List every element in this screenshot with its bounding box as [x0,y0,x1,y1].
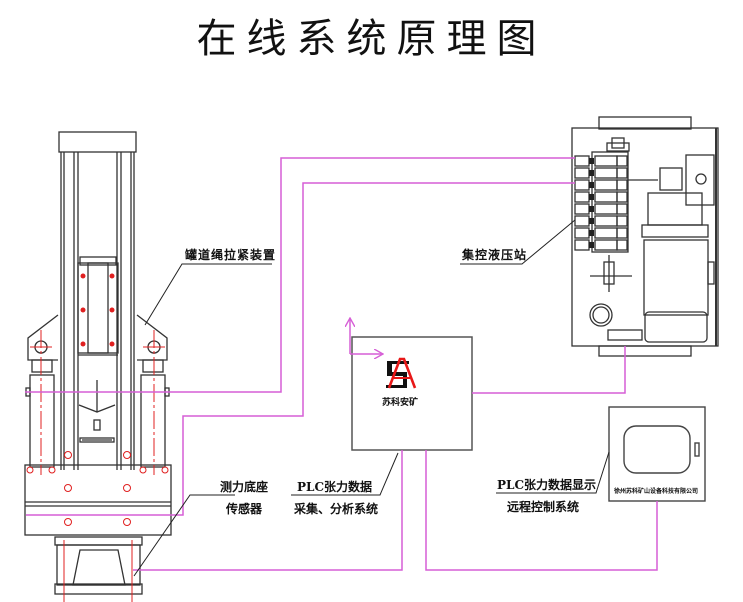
plc-logo-name: 苏科安矿 [382,398,419,408]
leader-plc [291,452,399,496]
wire-base-to-station [26,182,575,516]
remote-display-label-line1: PLC张力数据显示 [497,478,597,492]
wire-cylinder-to-station [25,157,575,393]
hydraulic-station-label: 集控液压站 [462,248,528,262]
display-screen [623,425,691,474]
leader-tensioner [144,263,272,326]
leader-station [460,219,576,265]
tensioner-centerlines [30,330,165,602]
diagram-title: 在线系统原理图 [196,16,547,62]
motor-body [643,239,709,316]
wire-sensor-to-plc [133,450,403,571]
load-sensor-body [56,544,141,586]
leader-sensor [133,494,235,577]
hydraulic-station-device [571,116,719,357]
plc-label-line2: 采集、分析系统 [294,502,379,516]
plc-label-line1: PLC张力数据 [297,480,373,494]
tensioner-label: 罐道绳拉紧装置 [185,248,277,262]
left-cylinder [29,374,55,468]
remote-display-panel-text: 徐州苏科矿山设备科技有限公司 [614,488,699,495]
valve-manifold [591,151,629,253]
wire-plc-to-station [472,346,626,394]
load-sensor-label-line1: 测力底座 [220,480,269,494]
leader-lines [133,219,610,577]
display-handle [694,442,700,457]
oil-filler [589,303,613,327]
slider-bolts [80,273,115,347]
wire-plc-to-display [425,450,658,571]
base-bolts [26,451,169,526]
valve-rows [574,155,628,251]
tensioner-device [24,131,172,595]
suke-logo [386,357,417,389]
tensioner-base-plate [24,464,172,536]
load-sensor-label-line2: 传感器 [226,502,263,516]
leader-display [496,451,610,494]
axes-arrows [350,318,383,354]
signal-wires [25,157,658,571]
tensioner-top-cap [58,131,137,153]
right-cylinder [140,374,166,468]
remote-display-label-line2: 远程控制系统 [507,500,580,514]
